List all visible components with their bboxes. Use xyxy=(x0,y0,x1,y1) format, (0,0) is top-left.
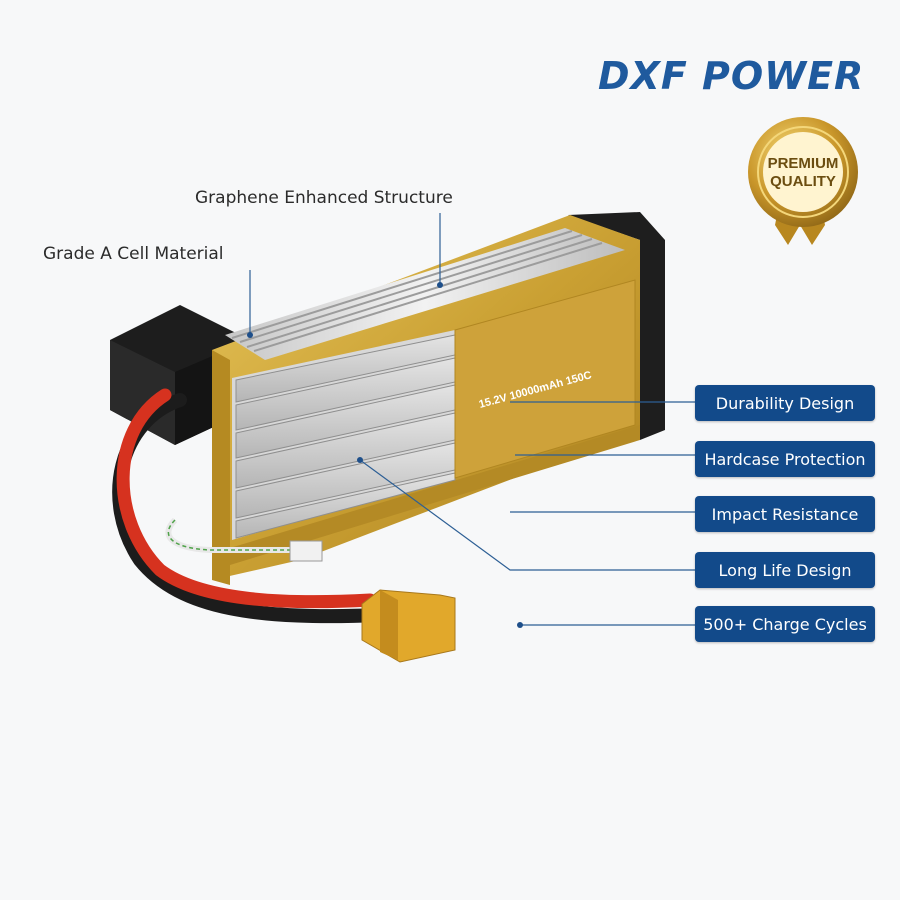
callout-graphene: Graphene Enhanced Structure xyxy=(195,188,453,208)
power-cables xyxy=(112,388,387,624)
feature-charge-cycles[interactable]: 500+ Charge Cycles xyxy=(695,606,875,642)
label-panel xyxy=(454,279,636,479)
bottom-rail xyxy=(230,425,640,565)
leader-lines xyxy=(249,213,695,626)
premium-quality-badge: PREMIUM QUALITY xyxy=(748,117,858,245)
brand-logo: DXF POWER xyxy=(598,54,865,98)
callout-grade-a: Grade A Cell Material xyxy=(43,244,224,264)
balance-plug-icon xyxy=(289,540,323,562)
case-end-right xyxy=(568,212,665,440)
graphene-plates xyxy=(225,228,625,360)
leader-dots xyxy=(247,282,523,628)
feature-durability[interactable]: Durability Design xyxy=(695,385,875,421)
feature-hardcase[interactable]: Hardcase Protection xyxy=(695,441,875,477)
feature-long-life[interactable]: Long Life Design xyxy=(695,552,875,588)
xt90-connector-icon xyxy=(361,589,456,663)
balance-lead xyxy=(165,517,323,562)
badge-line1: PREMIUM xyxy=(768,155,839,172)
feature-impact[interactable]: Impact Resistance xyxy=(695,496,875,532)
cell-stack xyxy=(232,330,456,540)
badge-line2: QUALITY xyxy=(770,173,836,190)
